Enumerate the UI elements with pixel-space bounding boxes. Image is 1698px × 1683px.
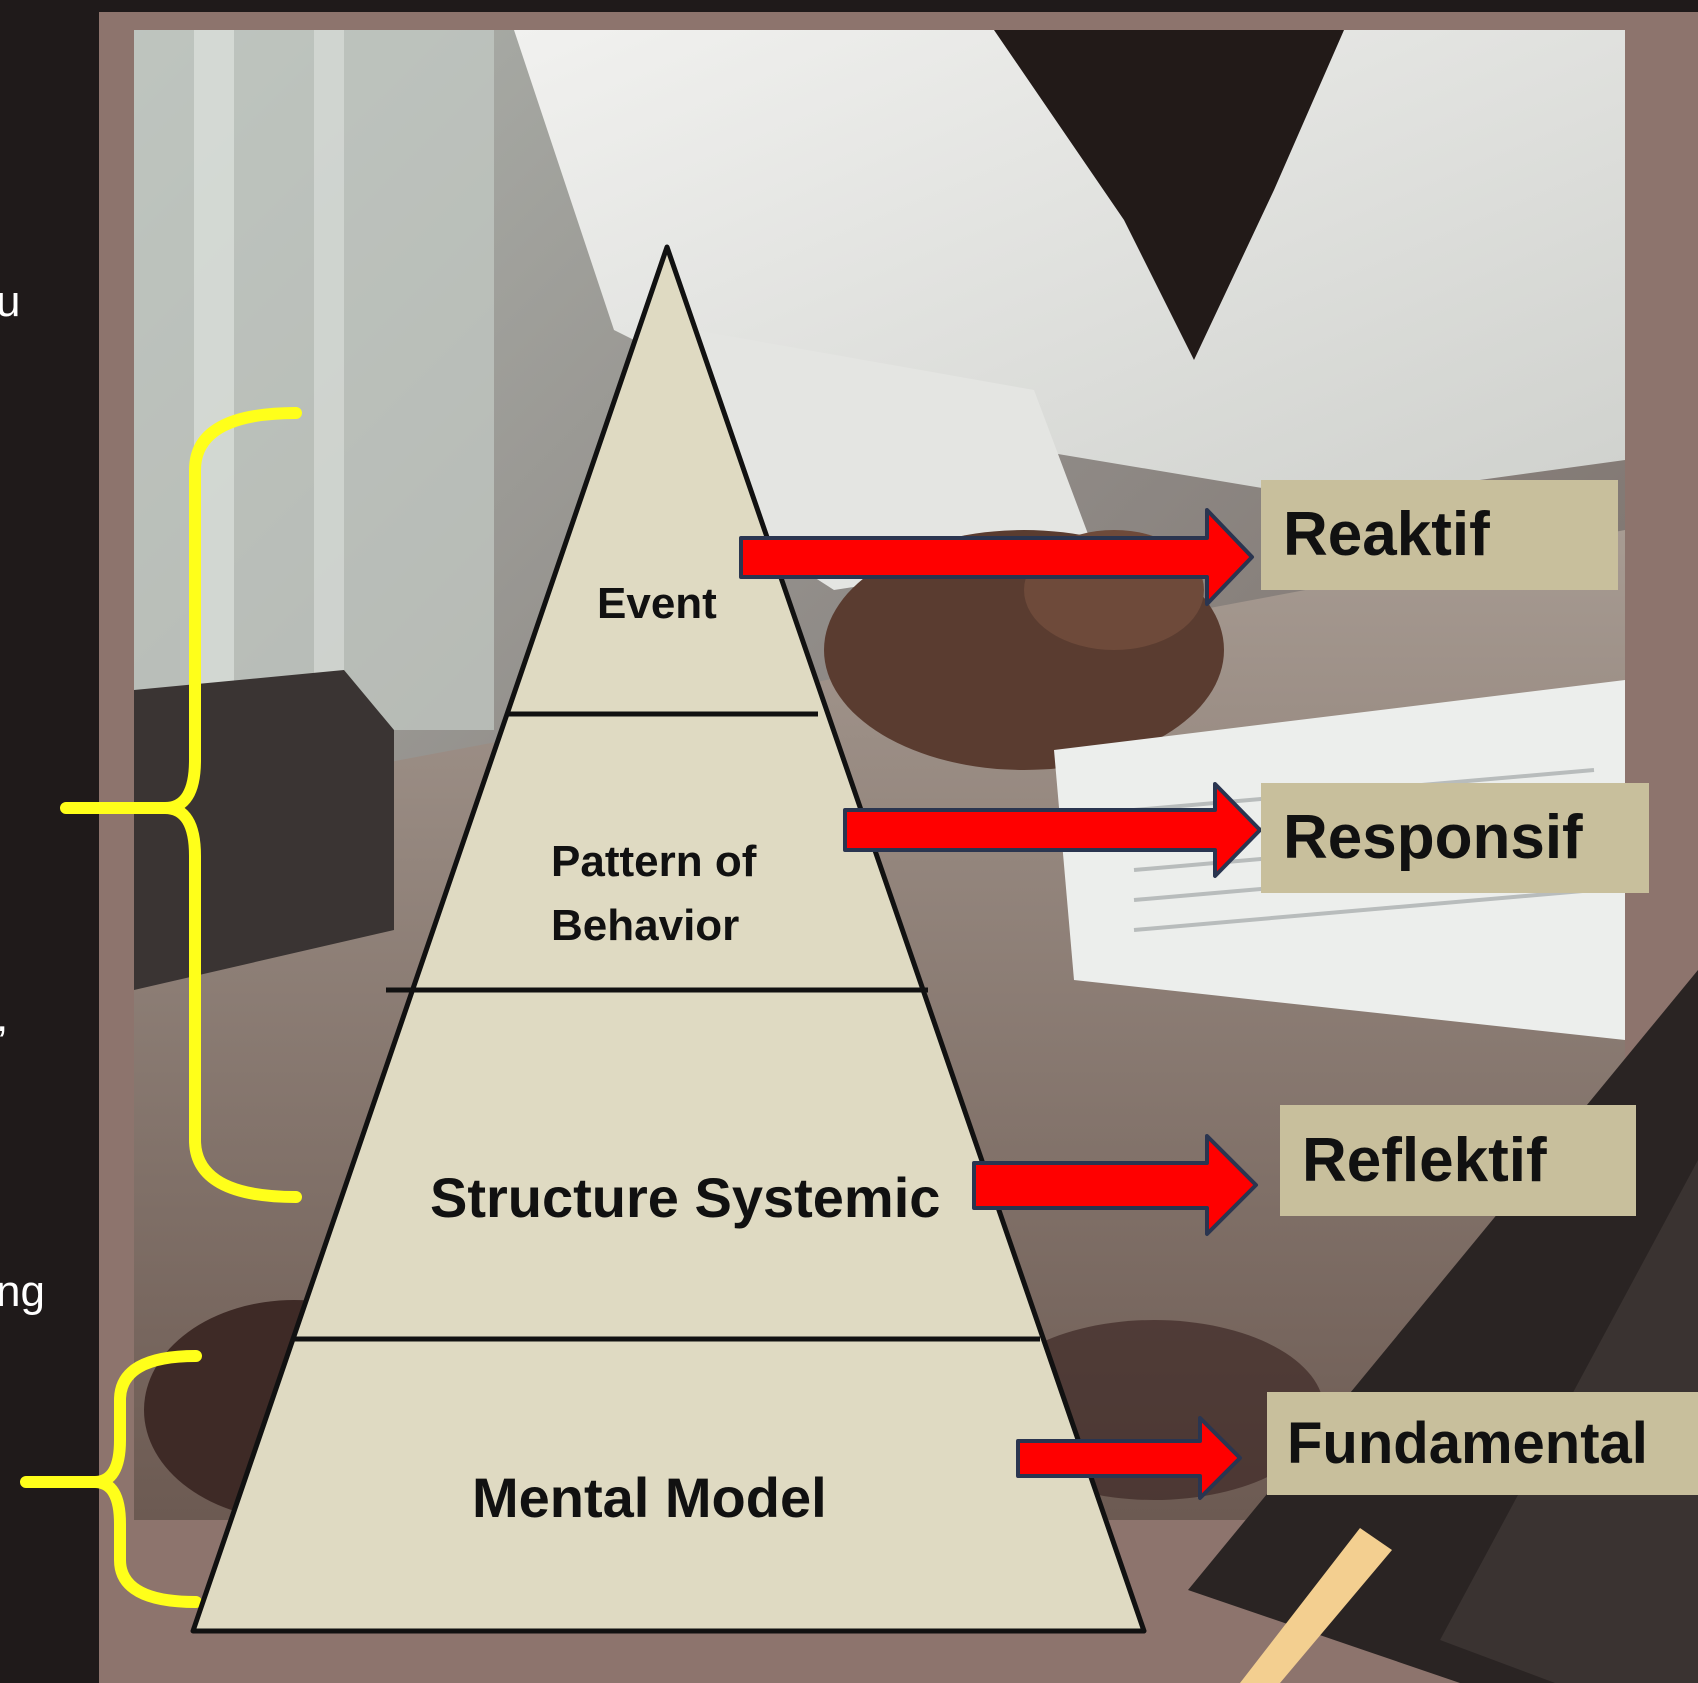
response-label-responsif: Responsif xyxy=(1261,783,1649,893)
tier-label-pattern-line1: Pattern of xyxy=(551,837,757,886)
tier-label-event: Event xyxy=(597,579,717,628)
bracket-below-surface xyxy=(20,1350,202,1608)
response-text: Reaktif xyxy=(1283,500,1490,569)
arrow-right-icon xyxy=(843,782,1262,878)
arrow-right-icon xyxy=(739,508,1254,606)
response-label-reaktif: Reaktif xyxy=(1261,480,1618,590)
text-fragment: u xyxy=(0,277,21,326)
response-label-reflektif: Reflektif xyxy=(1280,1105,1636,1216)
response-text: Reflektif xyxy=(1302,1125,1547,1195)
tier-label-structure: Structure Systemic xyxy=(430,1166,940,1229)
text-fragment: , xyxy=(0,995,8,1039)
tier-label-mental-model: Mental Model xyxy=(472,1466,827,1529)
arrow-right-icon xyxy=(1016,1416,1242,1500)
arrow-right-icon xyxy=(972,1134,1258,1236)
left-text-panel: u , ng xyxy=(0,0,99,1683)
tier-label-pattern-line2: Behavior xyxy=(551,901,739,950)
accent-stripe xyxy=(1240,1528,1392,1683)
response-text: Fundamental xyxy=(1287,1410,1648,1476)
bracket-above-surface xyxy=(60,407,302,1203)
text-fragment: ng xyxy=(0,1267,45,1316)
response-text: Responsif xyxy=(1283,803,1583,872)
iceberg-pyramid xyxy=(190,244,1147,1634)
response-label-fundamental: Fundamental xyxy=(1267,1392,1698,1495)
